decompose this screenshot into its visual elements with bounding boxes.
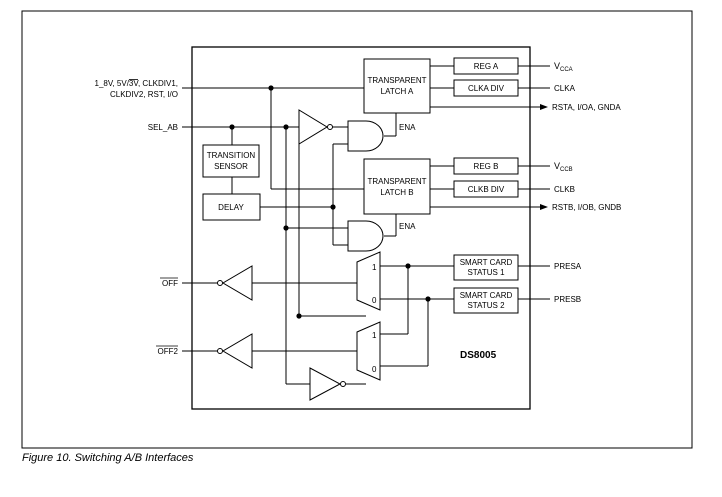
clka-label: CLKA xyxy=(554,84,576,93)
reg-b-label: REG B xyxy=(474,162,499,171)
inverter-bottom-bubble xyxy=(340,381,346,387)
sel-ab-label: SEL_AB xyxy=(148,123,178,132)
smart-card-status-1-block xyxy=(453,254,519,281)
chip-body xyxy=(191,46,531,410)
ena-a-label: ENA xyxy=(399,123,416,132)
inverter-bottom xyxy=(309,367,342,401)
mux-top xyxy=(356,251,381,311)
junction-dots xyxy=(229,85,431,319)
inverter-sel-a-bubble xyxy=(327,124,333,130)
smart-card-status-2-block xyxy=(453,287,519,314)
off2-buffer xyxy=(222,333,253,369)
and-gate-b xyxy=(347,220,384,252)
delay-block xyxy=(202,193,261,221)
vccb-label: VCCB xyxy=(554,161,573,173)
outer-frame xyxy=(21,10,693,449)
delay-label: DELAY xyxy=(218,203,244,212)
transition-sensor-label-2: SENSOR xyxy=(214,162,248,171)
status-2-label-1: SMART CARD xyxy=(460,291,513,300)
controls-overbar-text: 3V xyxy=(129,79,139,88)
clka-div-label: CLKA DIV xyxy=(468,84,505,93)
clka-div-block xyxy=(453,79,519,97)
reg-a-block xyxy=(453,57,519,75)
mux-top-input-1: 1 xyxy=(372,263,377,272)
ena-b-label: ENA xyxy=(399,222,416,231)
status-1-label-1: SMART CARD xyxy=(460,258,513,267)
inverter-sel-a xyxy=(298,109,328,145)
status-2-label-2: STATUS 2 xyxy=(467,301,505,310)
transparent-latch-b xyxy=(363,158,431,215)
latch-a-label-1: TRANSPARENT xyxy=(368,76,427,85)
wires xyxy=(182,65,550,385)
latch-b-label-1: TRANSPARENT xyxy=(368,177,427,186)
off2-label: OFF2 xyxy=(158,347,179,356)
reg-b-block xyxy=(453,157,519,175)
presa-label: PRESA xyxy=(554,262,582,271)
chip-name: DS8005 xyxy=(460,350,497,361)
controls-label-line-1: 1_8V, 5V/3V, CLKDIV1, xyxy=(95,79,178,88)
rsta-label: RSTA, I/OA, GNDA xyxy=(552,103,621,112)
arrow-rsta xyxy=(540,104,548,110)
mux-bottom-input-1: 1 xyxy=(372,331,377,340)
off-label: OFF xyxy=(162,279,178,288)
controls-label-line-2: CLKDIV2, RST, I/O xyxy=(110,90,178,99)
off-buffer-bubble xyxy=(217,280,223,286)
off2-buffer-bubble xyxy=(217,348,223,354)
rstb-label: RSTB, I/OB, GNDB xyxy=(552,203,621,212)
vcca-label: VCCA xyxy=(554,61,573,73)
clkb-label: CLKB xyxy=(554,185,575,194)
latch-b-label-2: LATCH B xyxy=(380,188,413,197)
and-gate-a xyxy=(347,120,384,152)
mux-bottom-input-0: 0 xyxy=(372,365,377,374)
arrow-rstb xyxy=(540,204,548,210)
off-buffer xyxy=(222,265,253,301)
status-1-label-2: STATUS 1 xyxy=(467,268,505,277)
clkb-div-label: CLKB DIV xyxy=(468,185,505,194)
transition-sensor-label-1: TRANSITION xyxy=(207,151,256,160)
transition-sensor-block xyxy=(202,144,260,178)
clkb-div-block xyxy=(453,180,519,198)
figure-caption: Figure 10. Switching A/B Interfaces xyxy=(22,452,194,464)
reg-a-label: REG A xyxy=(474,62,499,71)
mux-bottom xyxy=(356,321,381,381)
mux-top-input-0: 0 xyxy=(372,296,377,305)
presb-label: PRESB xyxy=(554,295,581,304)
latch-a-label-2: LATCH A xyxy=(381,87,414,96)
transparent-latch-a xyxy=(363,58,431,114)
